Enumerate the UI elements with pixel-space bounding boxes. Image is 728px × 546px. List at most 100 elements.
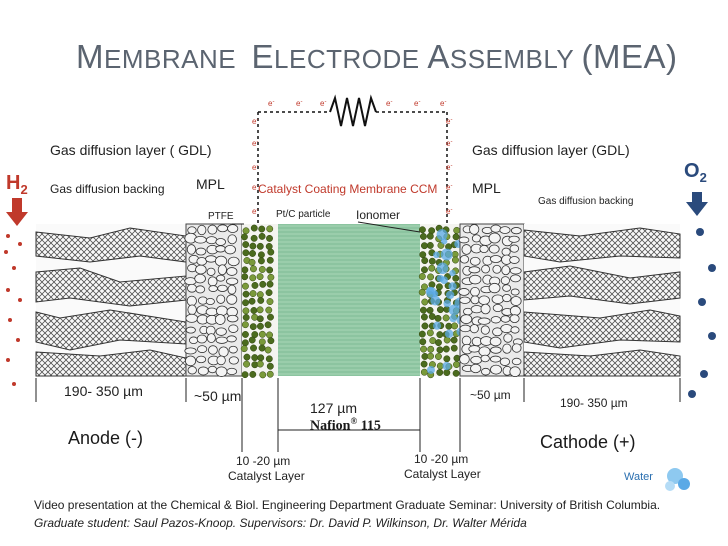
water-droplet xyxy=(448,304,460,316)
catalyst-particle xyxy=(242,249,250,257)
electron-label: e- xyxy=(446,207,452,216)
catalyst-particle xyxy=(429,337,437,345)
catalyst-particle xyxy=(258,330,266,338)
catalyst-particle xyxy=(265,355,273,363)
water-droplet xyxy=(444,329,454,339)
gdl-right-label: Gas diffusion layer (GDL) xyxy=(472,142,630,158)
catalyst-particle xyxy=(241,273,249,281)
mpl-particle xyxy=(509,256,520,264)
cl-right-dim: 10 -20 µm xyxy=(414,452,469,466)
water-droplet xyxy=(443,299,451,308)
mpl-particle xyxy=(195,264,207,275)
catalyst-particle xyxy=(442,314,450,322)
gdl-left-label: Gas diffusion layer ( GDL) xyxy=(50,142,212,158)
water-label: Water xyxy=(624,471,653,483)
h2-molecule xyxy=(4,250,8,254)
catalyst-particle xyxy=(421,298,429,306)
h2-molecule xyxy=(6,358,10,362)
o2-molecule xyxy=(708,264,716,272)
anode-catalyst-layer xyxy=(240,224,278,379)
catalyst-particle xyxy=(428,257,436,265)
mpl-particle xyxy=(186,244,196,255)
catalyst-particle xyxy=(257,251,265,259)
o2-label: O2 xyxy=(684,160,707,185)
catalyst-particle xyxy=(267,337,275,345)
water-droplet xyxy=(426,365,435,374)
catalyst-particle xyxy=(266,280,274,288)
catalyst-particle xyxy=(248,336,256,344)
catalyst-particle xyxy=(259,280,267,288)
mpl-particle xyxy=(480,367,491,376)
cl-left-label: Catalyst Layer xyxy=(228,469,305,483)
mpl-particle xyxy=(215,327,227,336)
catalyst-particle xyxy=(243,353,251,361)
mpl-particle xyxy=(224,244,236,255)
mpl-particle xyxy=(189,336,199,344)
catalyst-particle xyxy=(250,265,257,273)
dim-membrane: 127 µm xyxy=(310,400,357,416)
catalyst-particle xyxy=(242,290,250,298)
mpl-particle xyxy=(501,265,511,276)
mpl-particle xyxy=(479,244,489,254)
gdb-left-label: Gas diffusion backing xyxy=(50,182,165,196)
mpl-particle xyxy=(468,345,481,353)
catalyst-particle xyxy=(421,257,429,265)
mpl-particle xyxy=(510,326,520,334)
o2-molecule xyxy=(698,298,706,306)
catalyst-particle xyxy=(249,370,257,378)
mpl-right-label: MPL xyxy=(472,180,501,196)
catalyst-particle xyxy=(427,352,435,360)
mpl-particle xyxy=(184,355,197,367)
mpl-particle xyxy=(215,366,228,377)
mpl-particle xyxy=(216,294,226,304)
catalyst-particle xyxy=(250,224,258,232)
catalyst-particle xyxy=(242,241,250,248)
mpl-particle xyxy=(509,267,522,275)
catalyst-particle xyxy=(256,291,264,299)
electron-label: e- xyxy=(268,99,274,108)
h2-label: H2 xyxy=(6,172,28,197)
catalyst-particle xyxy=(251,313,259,321)
mpl-particle xyxy=(511,357,522,366)
mpl-particle xyxy=(468,266,481,274)
catalyst-particle xyxy=(249,250,256,257)
mpl-particle xyxy=(228,356,239,365)
mpl-particle xyxy=(508,235,520,243)
water-droplet xyxy=(426,286,435,295)
catalyst-particle xyxy=(428,313,436,320)
h2-molecule xyxy=(18,298,22,302)
mpl-particle xyxy=(492,327,503,337)
water-droplet xyxy=(433,251,440,259)
anode-mpl xyxy=(184,223,243,377)
catalyst-particle xyxy=(256,360,264,368)
water-droplet xyxy=(445,290,455,300)
nafion-membrane xyxy=(278,224,420,376)
mpl-particle xyxy=(477,317,491,325)
mpl-particle xyxy=(488,244,500,254)
electron-label: e- xyxy=(320,99,326,108)
catalyst-particle xyxy=(452,274,460,282)
catalyst-particle xyxy=(451,322,459,330)
mpl-particle xyxy=(185,326,196,334)
resistor-icon xyxy=(329,94,377,127)
mpl-particle xyxy=(187,304,197,315)
catalyst-particle xyxy=(435,283,443,291)
water-droplet xyxy=(440,238,448,245)
mpl-particle xyxy=(510,296,522,306)
o2-molecule xyxy=(696,228,704,236)
catalyst-particle xyxy=(264,321,272,329)
catalyst-particle xyxy=(256,322,264,330)
mpl-particle xyxy=(187,366,197,375)
mpl-particle xyxy=(217,264,227,276)
catalyst-particle xyxy=(418,273,426,280)
catalyst-particle xyxy=(257,257,265,265)
dim-gdl-right: 190- 350 µm xyxy=(560,396,628,410)
catalyst-particle xyxy=(242,314,250,321)
catalyst-particle xyxy=(427,273,435,281)
mpl-particle xyxy=(208,345,218,355)
mpl-particle xyxy=(490,364,503,375)
mpl-particle xyxy=(491,294,504,304)
catalyst-particle xyxy=(267,313,274,321)
catalyst-particle xyxy=(426,232,434,240)
